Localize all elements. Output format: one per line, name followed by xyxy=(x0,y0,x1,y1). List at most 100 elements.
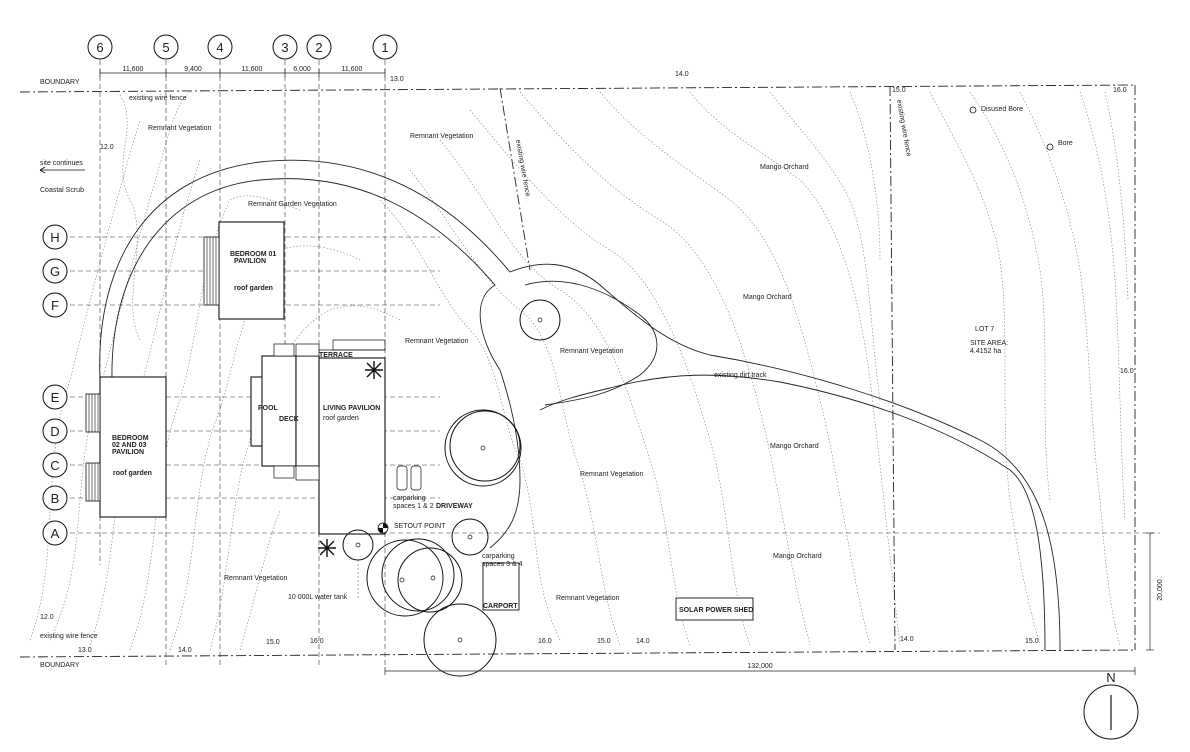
grid-row-B: B xyxy=(51,491,60,506)
fence-line-vertical-1 xyxy=(499,87,531,271)
side-dimension-text: 20,000 xyxy=(1157,579,1164,601)
solar-shed-label: SOLAR POWER SHED xyxy=(679,607,753,614)
pool-label: POOL xyxy=(258,405,279,412)
remnant-veg-label-4: Remnant Vegetation xyxy=(560,348,624,355)
terrace-label: TERRACE xyxy=(319,352,353,359)
carparking-34-spaces: spaces 3 & 4 xyxy=(482,561,523,568)
grid-col-6: 6 xyxy=(96,40,103,55)
deck-label: DECK xyxy=(279,416,299,423)
fence-top-label: existing wire fence xyxy=(129,95,187,102)
level-bottom-7: 14.0 xyxy=(636,638,650,645)
setout-point xyxy=(377,522,389,534)
living-pavilion-title: LIVING PAVILION xyxy=(323,405,380,412)
level-top-right-b: 16.0 xyxy=(1113,87,1127,94)
grid-bubbles-rows: H G F E D C B A xyxy=(42,224,68,546)
disused-bore-label: Disused Bore xyxy=(981,106,1023,113)
carport xyxy=(482,562,520,611)
level-top-left: 13.0 xyxy=(390,76,404,83)
mango-orchard-label-2: Mango Orchard xyxy=(743,294,792,301)
top-dimension-line: 11,600 9,400 11,600 6,000 11,600 xyxy=(99,66,386,77)
carparking-34-label: carparking xyxy=(482,553,515,560)
level-bottom-4: 16.0 xyxy=(310,638,324,645)
boundary-top-label: BOUNDARY xyxy=(40,79,80,86)
bedroom-0203-pavilion: BEDROOM 02 AND 03 PAVILION roof garden xyxy=(85,376,167,518)
carparking-12-spaces: spaces 1 & 2 xyxy=(393,503,434,510)
bedroom-0203-subtitle2: PAVILION xyxy=(112,449,144,456)
bore-label: Bore xyxy=(1058,140,1073,147)
site-continues-label: site continues xyxy=(40,160,83,167)
remnant-veg-label-5: Remnant Vegetation xyxy=(580,471,644,478)
level-bottom-3: 15.0 xyxy=(266,639,280,646)
north-arrow: N xyxy=(1083,670,1139,740)
contour-lines xyxy=(29,91,1129,651)
boundary-bottom-label: BOUNDARY xyxy=(40,662,80,669)
grid-row-E: E xyxy=(51,390,60,405)
grid-col-1: 1 xyxy=(381,40,388,55)
boundary-bottom xyxy=(19,649,1136,658)
level-left-a: 12.0 xyxy=(100,144,114,151)
grid-row-D: D xyxy=(50,424,59,439)
level-bottom-6: 15.0 xyxy=(597,638,611,645)
carparking-1-2 xyxy=(396,465,422,491)
grid-col-4: 4 xyxy=(216,40,223,55)
remnant-veg-label-1: Remnant Vegetation xyxy=(148,125,212,132)
level-right-mid: 16.0 xyxy=(1120,368,1134,375)
bore-marker xyxy=(1046,143,1054,151)
carport-label: CARPORT xyxy=(483,603,518,610)
driveway-label: DRIVEWAY xyxy=(436,503,473,510)
grid-bubbles-columns: 6 5 4 3 2 1 xyxy=(87,34,398,60)
grid-row-A: A xyxy=(51,526,60,541)
level-bottom-8: 14.0 xyxy=(900,636,914,643)
dim-3-2: 6,000 xyxy=(293,66,311,73)
overall-dimension xyxy=(384,532,1154,675)
disused-bore-marker xyxy=(969,106,977,114)
level-top-mid: 14.0 xyxy=(675,71,689,78)
mango-orchard-label-4: Mango Orchard xyxy=(773,553,822,560)
setout-point-label: SETOUT POINT xyxy=(394,523,446,530)
overall-dimension-text: 132,000 xyxy=(747,663,772,670)
grid-col-2: 2 xyxy=(315,40,322,55)
carparking-12-label: carparking xyxy=(393,495,426,502)
remnant-veg-label-2: Remnant Vegetation xyxy=(410,133,474,140)
fence-vertical-label-1: existing wire fence xyxy=(514,139,531,197)
dirt-track-label: existing dirt track xyxy=(714,372,767,379)
dim-6-5: 11,600 xyxy=(123,66,144,73)
arrow-left-icon xyxy=(39,166,85,174)
dim-4-3: 11,600 xyxy=(242,66,263,73)
grid-row-H: H xyxy=(50,230,59,245)
level-top-right-a: 15.0 xyxy=(892,87,906,94)
coastal-scrub-label: Coastal Scrub xyxy=(40,187,84,194)
site-area-label: SITE AREA: xyxy=(970,340,1008,347)
level-left-b: 12.0 xyxy=(40,614,54,621)
grid-col-3: 3 xyxy=(281,40,288,55)
bedroom-0203-roof: roof garden xyxy=(113,470,152,477)
bedroom-01-pavilion: BEDROOM 01 PAVILION roof garden xyxy=(203,221,285,320)
solar-power-shed xyxy=(675,597,754,621)
bedroom-01-subtitle: PAVILION xyxy=(234,258,266,265)
remnant-veg-label-6: Remnant Vegetation xyxy=(224,575,288,582)
grid-row-C: C xyxy=(50,458,59,473)
grid-col-5: 5 xyxy=(162,40,169,55)
living-pavilion: POOL DECK TERRACE LIVING PAVILION roof g… xyxy=(250,339,386,535)
palm-trees xyxy=(318,361,383,557)
bedroom-01-title: BEDROOM 01 xyxy=(230,251,276,258)
fence-line-vertical-2 xyxy=(889,85,896,651)
grid-row-G: G xyxy=(50,264,60,279)
level-bottom-1: 13.0 xyxy=(78,647,92,654)
site-area-value: 4.4152 ha xyxy=(970,348,1001,355)
living-pavilion-roof: roof garden xyxy=(323,415,359,422)
remnant-veg-label-3: Remnant Vegetation xyxy=(405,338,469,345)
bedroom-0203-title: BEDROOM xyxy=(112,435,149,442)
remnant-garden-veg-label: Remnant Garden Vegetation xyxy=(248,201,337,208)
water-tank-label: 10 000L water tank xyxy=(288,594,348,601)
level-bottom-5: 16.0 xyxy=(538,638,552,645)
north-label: N xyxy=(1106,670,1115,685)
dirt-track xyxy=(99,159,1061,651)
lot-label: LOT 7 xyxy=(975,326,994,333)
dim-2-1: 11,600 xyxy=(342,66,363,73)
bedroom-0203-subtitle: 02 AND 03 xyxy=(112,442,146,449)
dim-5-4: 9,400 xyxy=(184,66,202,73)
mango-orchard-label-3: Mango Orchard xyxy=(770,443,819,450)
remnant-veg-label-7: Remnant Vegetation xyxy=(556,595,620,602)
